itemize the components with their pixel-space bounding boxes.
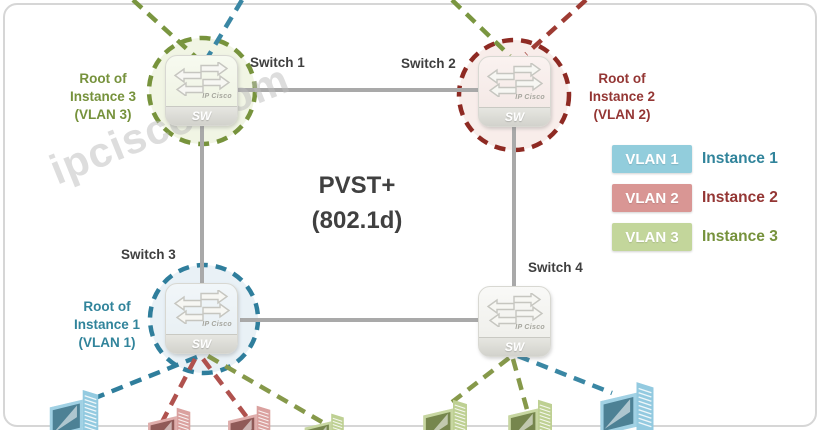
switch-arrows-icon: [486, 63, 544, 97]
switch-sw-label: SW: [166, 106, 237, 125]
vlan-legend: VLAN 1 Instance 1 VLAN 2 Instance 2 VLAN…: [612, 145, 778, 251]
switch2-label: Switch 2: [401, 56, 456, 71]
root-line: Root of: [79, 71, 127, 86]
legend-row-vlan2: VLAN 2 Instance 2: [612, 184, 778, 212]
legend-label-instance1: Instance 1: [702, 150, 778, 167]
switch3-icon: IP Cisco SW: [165, 283, 238, 354]
vlan-links: [89, 0, 613, 426]
switch-brand-label: IP Cisco: [202, 93, 232, 100]
root-line: (VLAN 1): [78, 335, 136, 350]
root-instance3-label: Root of Instance 3 (VLAN 3): [55, 70, 151, 124]
legend-label-instance2: Instance 2: [702, 189, 778, 206]
vlan2-uplink-switch2: [524, 0, 588, 56]
root-line: Root of: [83, 299, 131, 314]
pc-vlan1-icon: [594, 380, 662, 430]
switch-arrows-icon: [173, 62, 231, 96]
switch4-icon: IP Cisco SW: [478, 286, 551, 357]
vlan1-uplink-switch1: [204, 0, 244, 62]
diagram-title: PVST+ (802.1d): [267, 168, 447, 238]
vlan3-uplink-switch1: [131, 0, 201, 62]
legend-swatch-vlan1: VLAN 1: [612, 145, 692, 173]
pc-vlan3-icon: [300, 412, 350, 430]
vlan2-link-switch3-pc1: [159, 357, 197, 426]
root-instance1-label: Root of Instance 1 (VLAN 1): [59, 298, 155, 352]
switch-arrows-icon: [173, 290, 231, 324]
pc-vlan3-icon: [418, 398, 474, 430]
vlan2-link-switch3-pc2: [201, 357, 251, 422]
pc-vlan1-icon: [44, 388, 106, 430]
root-line: (VLAN 2): [593, 107, 651, 122]
switch-brand-label: IP Cisco: [515, 94, 545, 101]
switch-sw-label: SW: [479, 107, 550, 126]
switch-sw-label: SW: [166, 334, 237, 353]
vlan3-uplink-switch2: [450, 0, 512, 58]
title-line2: (802.1d): [311, 207, 403, 234]
switch3-label: Switch 3: [121, 247, 176, 262]
trunk-links: [200, 88, 516, 322]
legend-row-vlan1: VLAN 1 Instance 1: [612, 145, 778, 173]
root-instance2-label: Root of Instance 2 (VLAN 2): [574, 70, 670, 124]
pc-vlan2-icon: [223, 404, 277, 430]
vlan3-link-switch4-pc2: [510, 358, 534, 425]
root-line: Instance 2: [588, 89, 656, 104]
switch-brand-label: IP Cisco: [202, 321, 232, 328]
switch4-label: Switch 4: [528, 260, 583, 275]
pc-vlan2-icon: [143, 406, 197, 430]
legend-label-instance3: Instance 3: [702, 228, 778, 245]
root-line: Instance 1: [73, 317, 141, 332]
vlan3-link-switch4-pc1: [445, 356, 511, 408]
root-line: Instance 3: [69, 89, 137, 104]
pc-vlan3-icon: [503, 398, 559, 430]
switch-arrows-icon: [486, 293, 544, 327]
legend-swatch-vlan2: VLAN 2: [612, 184, 692, 212]
vlan1-link-switch4-pc: [517, 353, 613, 396]
legend-row-vlan3: VLAN 3 Instance 3: [612, 223, 778, 251]
switch-sw-label: SW: [479, 337, 550, 356]
switch2-icon: IP Cisco SW: [478, 56, 551, 127]
root-line: (VLAN 3): [74, 107, 132, 122]
switch1-label: Switch 1: [250, 55, 305, 70]
title-line1: PVST+: [318, 172, 396, 199]
switch1-icon: IP Cisco SW: [165, 55, 238, 126]
legend-swatch-vlan3: VLAN 3: [612, 223, 692, 251]
vlan3-link-switch3-pc: [206, 354, 324, 424]
switch-brand-label: IP Cisco: [515, 324, 545, 331]
root-line: Root of: [598, 71, 646, 86]
